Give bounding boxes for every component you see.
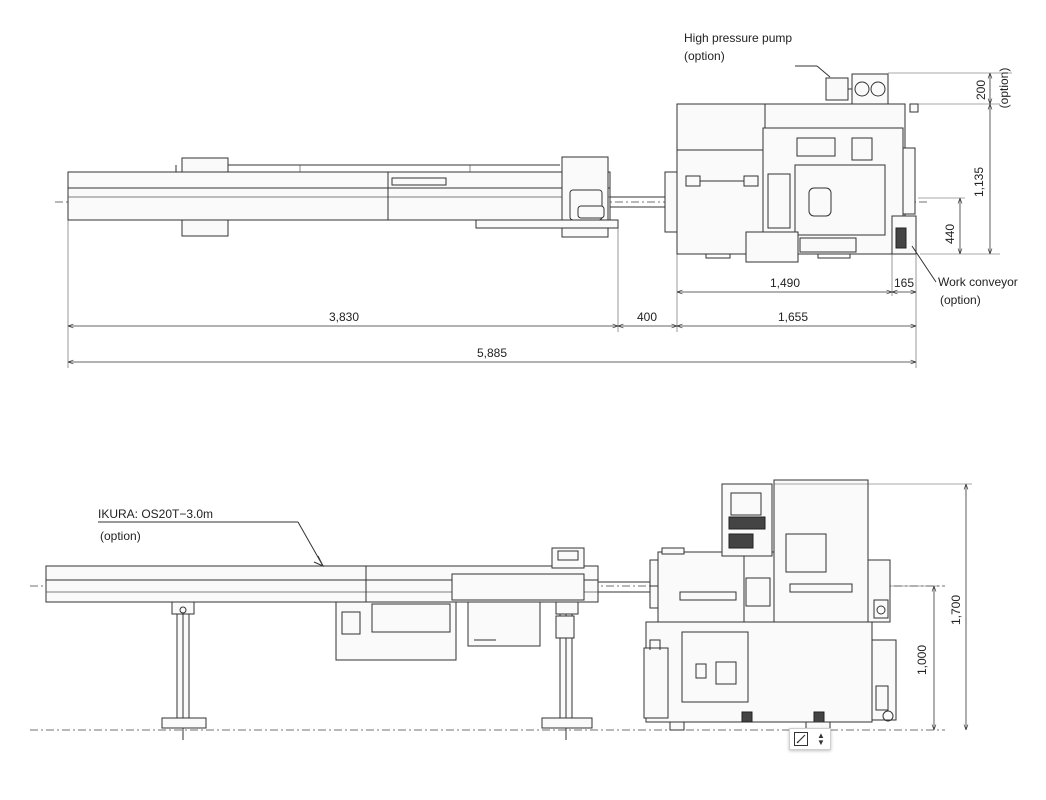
dim-5885: 5,885	[477, 346, 507, 360]
dim-440: 440	[943, 224, 957, 244]
side-left-stand	[161, 601, 207, 740]
dim-200-option: (option)	[997, 68, 1011, 109]
dim-1655: 1,655	[778, 310, 808, 324]
dim-165: 165	[894, 276, 914, 290]
dim-1490: 1,490	[770, 276, 800, 290]
floating-toolbar: ▲▼	[789, 728, 831, 750]
edit-pen-icon[interactable]	[793, 731, 809, 747]
top-view: High pressure pump (option) 200 (option)…	[55, 31, 1018, 368]
top-bar-feeder	[67, 156, 665, 238]
dim-1700: 1,700	[949, 595, 963, 625]
top-high-pressure-pump	[825, 73, 889, 105]
side-machine	[643, 479, 897, 731]
dim-3830: 3,830	[329, 310, 359, 324]
more-options-icon[interactable]: ▲▼	[817, 731, 825, 747]
top-machine	[664, 103, 919, 263]
label-bar-feeder-option: (option)	[100, 529, 141, 543]
label-pump-option: (option)	[684, 49, 725, 63]
label-high-pressure-pump: High pressure pump	[684, 31, 792, 45]
side-view: IKURA: OS20T−3.0m (option) 1,000 1,700	[30, 479, 972, 740]
side-bar-feeder	[45, 547, 650, 661]
dim-200: 200	[974, 80, 988, 100]
label-work-conveyor: Work conveyor	[938, 275, 1018, 289]
side-right-stand	[541, 601, 593, 740]
dim-1000: 1,000	[915, 645, 929, 675]
label-bar-feeder: IKURA: OS20T−3.0m	[98, 507, 213, 521]
label-conveyor-option: (option)	[940, 293, 981, 307]
dim-400: 400	[637, 310, 657, 324]
dim-1135: 1,135	[972, 167, 986, 197]
